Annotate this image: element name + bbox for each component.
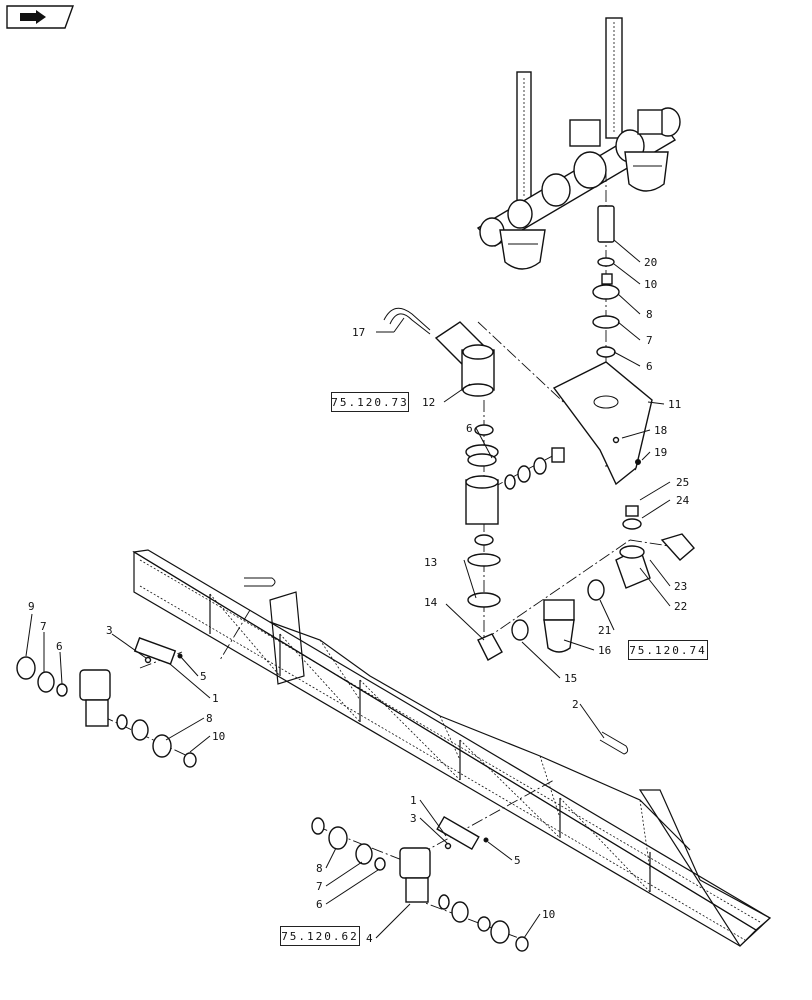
callout-1: 1	[212, 692, 219, 705]
callout-5: 5	[200, 670, 207, 683]
u-bolts	[244, 577, 629, 755]
valve-body-12	[383, 307, 495, 397]
ref-box-75-120-74[interactable]: 75.120.74	[628, 640, 708, 660]
callout-3: 3	[410, 812, 417, 825]
callout-12: 12	[422, 396, 435, 409]
callout-20: 20	[644, 256, 657, 269]
callout-10: 10	[644, 278, 657, 291]
middle-column-parts	[465, 424, 565, 608]
ref-box-75-120-73[interactable]: 75.120.73	[331, 392, 409, 412]
callout-7: 7	[646, 334, 653, 347]
callout-17: 17	[352, 326, 365, 339]
callout-13: 13	[424, 556, 437, 569]
callout-14: 14	[424, 596, 438, 609]
callout-9: 9	[28, 600, 35, 613]
callout-6: 6	[56, 640, 63, 653]
callout-3: 3	[106, 624, 113, 637]
left-nozzle-assembly	[16, 637, 197, 768]
callout-24: 24	[676, 494, 690, 507]
callout-18: 18	[654, 424, 667, 437]
callout-16: 16	[598, 644, 611, 657]
mounting-bracket	[552, 361, 653, 486]
valve-manifold-assembly	[476, 17, 681, 270]
callout-10: 10	[212, 730, 225, 743]
boom-frame	[132, 549, 772, 947]
callout-4: 4	[366, 932, 373, 945]
callout-6: 6	[646, 360, 653, 373]
callout-7: 7	[40, 620, 47, 633]
callout-8: 8	[646, 308, 653, 321]
callout-15: 15	[564, 672, 577, 685]
callout-25: 25	[676, 476, 689, 489]
callout-22: 22	[674, 600, 687, 613]
callout-10: 10	[542, 908, 555, 921]
bottom-nozzle-assembly	[311, 815, 529, 952]
callout-1: 1	[410, 794, 417, 807]
callout-7: 7	[316, 880, 323, 893]
callout-2: 2	[572, 698, 579, 711]
ref-box-75-120-62[interactable]: 75.120.62	[280, 926, 360, 946]
callout-11: 11	[668, 398, 681, 411]
strainer-and-fittings	[477, 505, 695, 661]
leader-lines	[25, 239, 671, 939]
callout-5: 5	[514, 854, 521, 867]
callout-6: 6	[466, 422, 473, 435]
callout-19: 19	[654, 446, 667, 459]
right-column-parts	[592, 205, 620, 358]
callout-labels: 20 10 8 7 6 17 12 11 6 18 19 25 24 13 23…	[28, 256, 690, 945]
callout-21: 21	[598, 624, 611, 637]
callout-8: 8	[316, 862, 323, 875]
back-arrow-icon[interactable]	[6, 5, 74, 29]
callout-23: 23	[674, 580, 687, 593]
callout-6: 6	[316, 898, 323, 911]
callout-8: 8	[206, 712, 213, 725]
